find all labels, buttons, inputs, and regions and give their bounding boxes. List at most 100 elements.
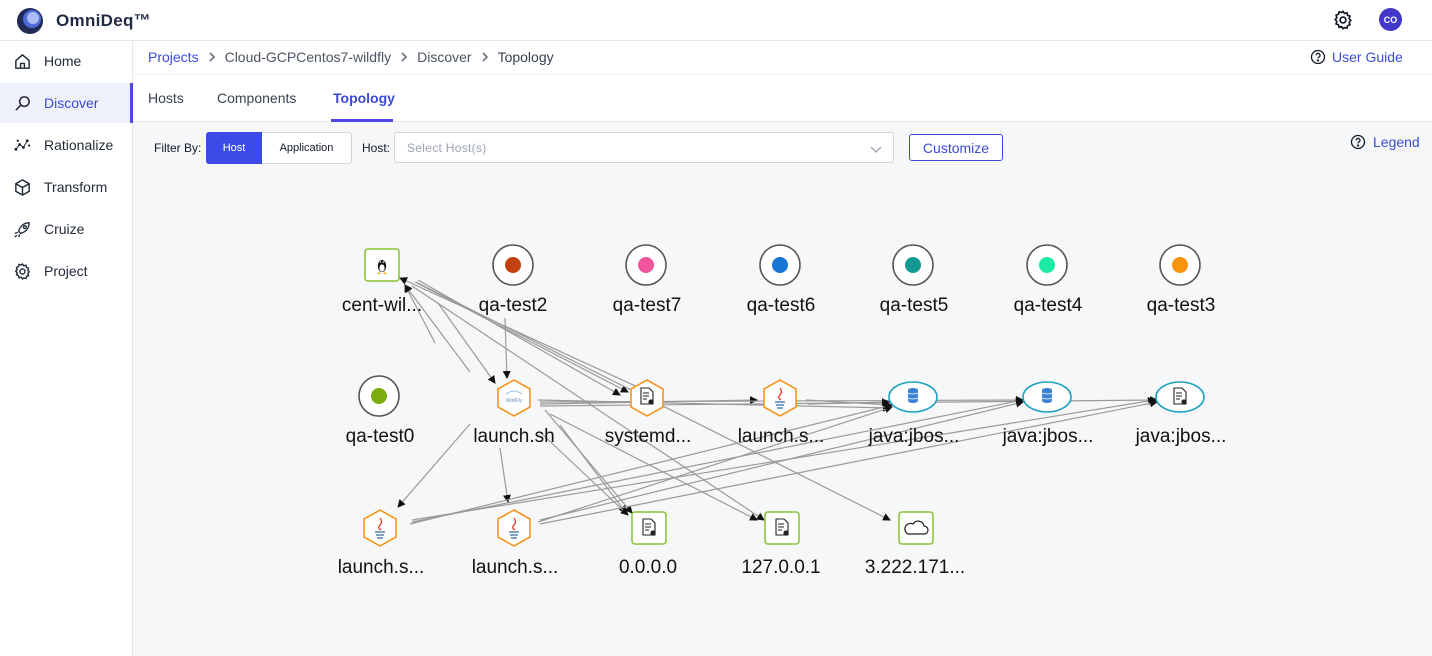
- node-label: qa-test2: [479, 295, 548, 316]
- host-status-dot: [1039, 257, 1055, 273]
- tab-hosts[interactable]: Hosts: [148, 90, 184, 106]
- sidebar-item-cruize[interactable]: Cruize: [0, 209, 133, 249]
- sidebar-item-transform[interactable]: Transform: [0, 167, 133, 207]
- sidebar-item-label: Project: [44, 263, 88, 279]
- wildfly-icon: WildFly: [505, 390, 523, 404]
- breadcrumb-discover[interactable]: Discover: [417, 49, 472, 65]
- config-file-icon: [640, 387, 654, 405]
- linux-icon: [377, 260, 387, 274]
- filter-by-label: Filter By:: [154, 141, 202, 155]
- legend-link[interactable]: Legend: [1350, 134, 1420, 150]
- node-address[interactable]: 0.0.0.0: [619, 511, 677, 578]
- node-database[interactable]: java:jbos...: [1002, 381, 1094, 447]
- breadcrumb-topology: Topology: [497, 49, 554, 65]
- chevron-right-icon: [209, 52, 215, 62]
- user-guide-link[interactable]: User Guide: [1310, 49, 1403, 65]
- node-label: 3.222.171...: [865, 557, 965, 578]
- user-guide-label: User Guide: [1332, 49, 1403, 65]
- sidebar-item-discover[interactable]: Discover: [0, 83, 133, 123]
- legend-label: Legend: [1373, 134, 1420, 150]
- sidebar-item-label: Home: [44, 53, 82, 69]
- host-select-placeholder: Select Host(s): [407, 141, 487, 155]
- node-config[interactable]: java:jbos...: [1135, 381, 1227, 447]
- breadcrumb-projects[interactable]: Projects: [148, 49, 199, 65]
- chevron-down-icon: [870, 146, 882, 153]
- node-label: systemd...: [605, 426, 692, 447]
- sidebar: Home Discover Rationalize Transform Crui…: [0, 41, 133, 656]
- sidebar-item-label: Discover: [44, 95, 99, 111]
- omnideq-logo-icon: [17, 8, 43, 34]
- host-status-dot: [772, 257, 788, 273]
- breadcrumb-project[interactable]: Cloud-GCPCentos7-wildfly: [224, 49, 392, 65]
- node-label: java:jbos...: [1135, 426, 1227, 447]
- tab-topology[interactable]: Topology: [333, 90, 395, 106]
- help-icon: [1350, 134, 1366, 150]
- tab-components[interactable]: Components: [217, 90, 297, 106]
- node-label: qa-test5: [880, 295, 949, 316]
- node-label: cent-wil...: [342, 295, 422, 316]
- help-icon: [1310, 49, 1326, 65]
- node-label: launch.sh: [473, 426, 554, 447]
- node-host[interactable]: qa-test4: [1014, 244, 1083, 316]
- host-select[interactable]: Select Host(s): [394, 132, 894, 163]
- host-status-dot: [505, 257, 521, 273]
- node-label: launch.s...: [738, 426, 825, 447]
- node-host[interactable]: qa-test2: [479, 244, 548, 316]
- sidebar-item-rationalize[interactable]: Rationalize: [0, 125, 133, 165]
- customize-button[interactable]: Customize: [909, 134, 1003, 161]
- settings-button[interactable]: [1331, 8, 1355, 32]
- chevron-right-icon: [401, 52, 408, 62]
- host-status-dot: [371, 388, 387, 404]
- node-host[interactable]: qa-test5: [880, 244, 949, 316]
- config-file-icon: [1173, 387, 1187, 405]
- node-label: qa-test4: [1014, 295, 1083, 316]
- node-service[interactable]: systemd...: [605, 379, 692, 447]
- node-host[interactable]: qa-test0: [346, 375, 415, 447]
- sidebar-item-label: Transform: [44, 179, 108, 195]
- tab-bar: Hosts Components Topology: [133, 75, 1432, 122]
- host-label: Host:: [362, 141, 391, 155]
- scatter-icon: [14, 139, 31, 151]
- top-bar: OmniDeq™ CO: [0, 0, 1432, 41]
- java-icon: [775, 387, 785, 409]
- node-linux-host[interactable]: cent-wil...: [342, 248, 422, 316]
- node-java-process[interactable]: launch.s...: [738, 379, 825, 447]
- node-wildfly-process[interactable]: WildFly launch.sh: [473, 379, 555, 447]
- node-label: qa-test6: [747, 295, 816, 316]
- gear-icon: [14, 262, 31, 281]
- node-label: 0.0.0.0: [619, 557, 677, 578]
- gear-icon: [1334, 10, 1352, 30]
- node-label: java:jbos...: [868, 426, 960, 447]
- user-avatar[interactable]: CO: [1379, 8, 1402, 31]
- node-java-process[interactable]: launch.s...: [472, 509, 559, 578]
- node-address[interactable]: 127.0.0.1: [741, 511, 821, 578]
- host-status-dot: [1172, 257, 1188, 273]
- database-icon: [1041, 388, 1053, 403]
- sidebar-item-home[interactable]: Home: [0, 41, 133, 81]
- node-host[interactable]: qa-test7: [613, 244, 682, 316]
- breadcrumb: Projects Cloud-GCPCentos7-wildfly Discov…: [148, 49, 554, 65]
- node-label: launch.s...: [472, 557, 559, 578]
- node-java-process[interactable]: launch.s...: [338, 509, 425, 578]
- config-file-icon: [642, 518, 656, 536]
- filter-application-button[interactable]: Application: [262, 132, 352, 164]
- cube-icon: [15, 179, 30, 196]
- java-icon: [375, 517, 385, 539]
- node-label: 127.0.0.1: [741, 557, 820, 578]
- host-status-dot: [638, 257, 654, 273]
- sidebar-item-project[interactable]: Project: [0, 251, 133, 291]
- node-host[interactable]: qa-test3: [1147, 244, 1216, 316]
- config-file-icon: [775, 518, 789, 536]
- rocket-icon: [14, 222, 30, 238]
- node-cloud-address[interactable]: 3.222.171...: [865, 511, 965, 578]
- java-icon: [509, 517, 519, 539]
- node-label: java:jbos...: [1002, 426, 1094, 447]
- node-label: qa-test0: [346, 426, 415, 447]
- cloud-icon: [904, 520, 929, 535]
- filter-host-button[interactable]: Host: [206, 132, 262, 164]
- breadcrumb-bar: Projects Cloud-GCPCentos7-wildfly Discov…: [133, 41, 1432, 75]
- node-host[interactable]: qa-test6: [747, 244, 816, 316]
- database-icon: [907, 388, 919, 403]
- node-database[interactable]: java:jbos...: [868, 381, 960, 447]
- sidebar-item-label: Rationalize: [44, 137, 114, 153]
